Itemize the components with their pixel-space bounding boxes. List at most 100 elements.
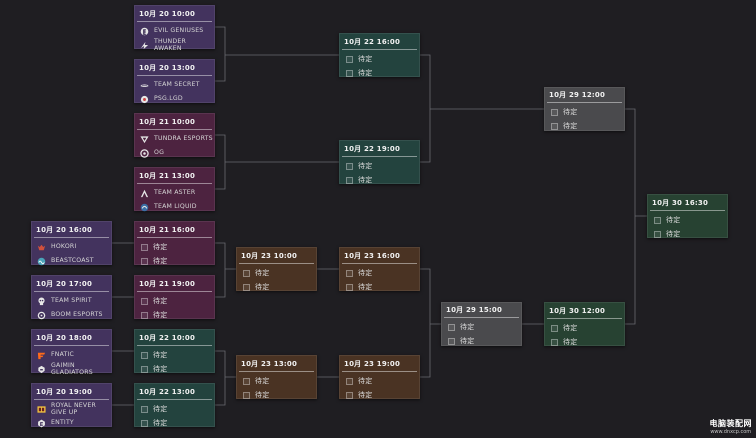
team-slot-pending[interactable]: 待定: [345, 281, 419, 294]
team-slot-pending[interactable]: 待定: [550, 106, 624, 119]
team-slot-pending[interactable]: 待定: [140, 349, 214, 362]
placeholder-icon: [243, 392, 250, 399]
team-name: FNATIC: [51, 351, 75, 359]
team-row[interactable]: THUNDER AWAKEN: [140, 38, 214, 52]
team-slot-pending[interactable]: 待定: [345, 160, 419, 173]
match-header-divider: [342, 371, 417, 372]
team-row[interactable]: HOKORI: [37, 241, 111, 254]
team-slot-pending[interactable]: 待定: [242, 375, 316, 388]
team-slot-pending[interactable]: 待定: [242, 267, 316, 280]
placeholder-icon: [448, 338, 455, 345]
team-slot-pending[interactable]: 待定: [140, 417, 214, 430]
evil-geniuses-logo-icon: [140, 27, 149, 36]
team-name: EVIL GENIUSES: [154, 27, 204, 35]
team-row[interactable]: TEAM LIQUID: [140, 201, 214, 214]
team-name: 待定: [255, 377, 270, 386]
placeholder-icon: [346, 56, 353, 63]
gaimin-gladiators-logo-icon: [37, 365, 46, 374]
team-slot-pending[interactable]: 待定: [550, 336, 624, 349]
placeholder-icon: [551, 325, 558, 332]
team-row[interactable]: EVIL GENIUSES: [140, 25, 214, 38]
connector-ub-r2: [420, 54, 544, 163]
team-row[interactable]: TEAM ASTER: [140, 187, 214, 200]
team-slot-pending[interactable]: 待定: [550, 322, 624, 335]
team-slot-pending[interactable]: 待定: [140, 255, 214, 268]
match-header-divider: [444, 317, 519, 318]
team-slot-pending[interactable]: 待定: [653, 214, 727, 227]
team-slot-pending[interactable]: 待定: [242, 389, 316, 402]
team-row[interactable]: TEAM SPIRIT: [37, 295, 111, 308]
team-name: TEAM SECRET: [154, 81, 200, 89]
match-header-divider: [137, 129, 212, 130]
team-name: 待定: [358, 69, 373, 78]
team-name: 待定: [666, 230, 681, 239]
team-slot-pending[interactable]: 待定: [447, 335, 521, 348]
team-slot-pending[interactable]: 待定: [345, 174, 419, 187]
match-header-divider: [342, 49, 417, 50]
beastcoast-logo-icon: [37, 257, 46, 266]
team-slot-pending[interactable]: 待定: [345, 67, 419, 80]
team-slot-pending[interactable]: 待定: [345, 389, 419, 402]
team-slot-pending[interactable]: 待定: [140, 241, 214, 254]
team-slot-pending[interactable]: 待定: [345, 53, 419, 66]
team-row[interactable]: BEASTCOAST: [37, 255, 111, 268]
team-row[interactable]: BOOM ESPORTS: [37, 309, 111, 322]
match-time: 10月 20 17:00: [36, 280, 93, 288]
team-slot-pending[interactable]: 待定: [345, 267, 419, 280]
team-row[interactable]: FNATIC: [37, 349, 111, 362]
team-name: 待定: [358, 162, 373, 171]
match-time: 10月 20 13:00: [139, 64, 196, 72]
match-time: 10月 23 19:00: [344, 360, 401, 368]
watermark: 电脑装配网 www.dnxcp.com: [710, 418, 753, 435]
team-row[interactable]: GAIMIN GLADIATORS: [37, 362, 111, 376]
team-name: TEAM LIQUID: [154, 203, 197, 211]
team-slot-pending[interactable]: 待定: [140, 403, 214, 416]
match-card-lb-r4-2[interactable]: 10月 23 19:00 待定待定: [339, 355, 420, 399]
team-row[interactable]: PSG.LGD: [140, 93, 214, 106]
team-slot-pending[interactable]: 待定: [345, 375, 419, 388]
team-row[interactable]: ROYAL NEVER GIVE UP: [37, 402, 111, 416]
team-slot-pending[interactable]: 待定: [140, 363, 214, 376]
team-name: 待定: [153, 419, 168, 428]
placeholder-icon: [141, 244, 148, 251]
team-row[interactable]: ENTITY: [37, 417, 111, 430]
placeholder-icon: [654, 231, 661, 238]
match-time: 10月 22 10:00: [139, 334, 196, 342]
team-row[interactable]: OG: [140, 147, 214, 160]
team-slot-pending[interactable]: 待定: [653, 228, 727, 241]
team-name: 待定: [358, 283, 373, 292]
match-header-divider: [650, 210, 725, 211]
match-header-divider: [137, 399, 212, 400]
match-time: 10月 23 13:00: [241, 360, 298, 368]
team-row[interactable]: TUNDRA ESPORTS: [140, 133, 214, 146]
team-slot-pending[interactable]: 待定: [447, 321, 521, 334]
team-slot-pending[interactable]: 待定: [242, 281, 316, 294]
connector-final: [625, 108, 647, 325]
match-card-lb-r2-3[interactable]: 10月 22 10:00 待定待定: [134, 329, 215, 373]
team-slot-pending[interactable]: 待定: [140, 309, 214, 322]
placeholder-icon: [346, 284, 353, 291]
team-row[interactable]: TEAM SECRET: [140, 79, 214, 92]
team-slot-pending[interactable]: 待定: [140, 295, 214, 308]
team-slot-pending[interactable]: 待定: [550, 120, 624, 133]
